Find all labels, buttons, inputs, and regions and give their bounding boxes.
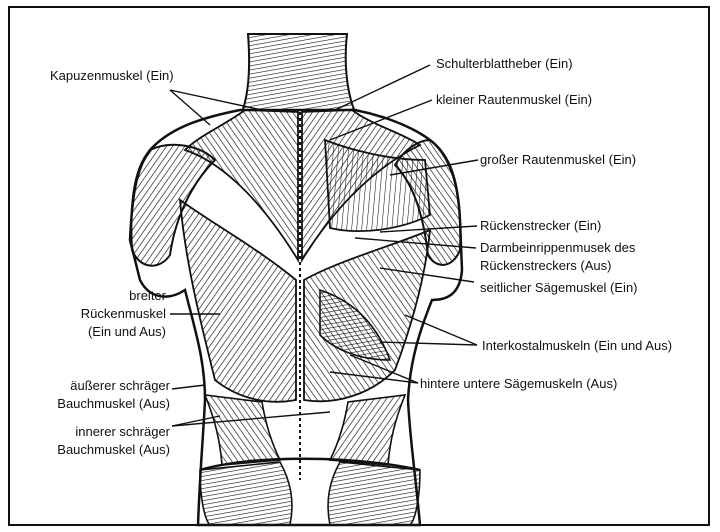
label-seitlicher-saegemuskel: seitlicher Sägemuskel (Ein) xyxy=(480,280,638,296)
label-hintere-untere-saegemuskeln: hintere untere Sägemuskeln (Aus) xyxy=(420,376,617,392)
label-darmbeinrippenmuskel-line1: Darmbeinrippenmusek des xyxy=(480,240,635,256)
buttock-right xyxy=(328,462,420,525)
label-aeusserer-line2: Bauchmuskel (Aus) xyxy=(30,396,170,412)
label-breiter-line3: (Ein und Aus) xyxy=(40,324,166,340)
label-grosser-rautenmuskel: großer Rautenmuskel (Ein) xyxy=(480,152,636,168)
label-darmbeinrippenmuskel-line2: Rückenstreckers (Aus) xyxy=(480,258,611,274)
label-interkostalmuskeln: Interkostalmuskeln (Ein und Aus) xyxy=(482,338,672,354)
neck xyxy=(242,34,355,112)
label-kapuzenmuskel: Kapuzenmuskel (Ein) xyxy=(50,68,174,84)
label-schulterblattheber: Schulterblattheber (Ein) xyxy=(436,56,573,72)
label-breiter-line1: breiter xyxy=(40,288,166,304)
label-breiter-line2: Rückenmuskel xyxy=(40,306,166,322)
label-innerer-line2: Bauchmuskel (Aus) xyxy=(30,442,170,458)
label-rueckenstrecker: Rückenstrecker (Ein) xyxy=(480,218,601,234)
label-aeusserer-line1: äußerer schräger xyxy=(30,378,170,394)
label-kleiner-rautenmuskel: kleiner Rautenmuskel (Ein) xyxy=(436,92,592,108)
buttock-left xyxy=(200,462,292,525)
label-innerer-line1: innerer schräger xyxy=(30,424,170,440)
